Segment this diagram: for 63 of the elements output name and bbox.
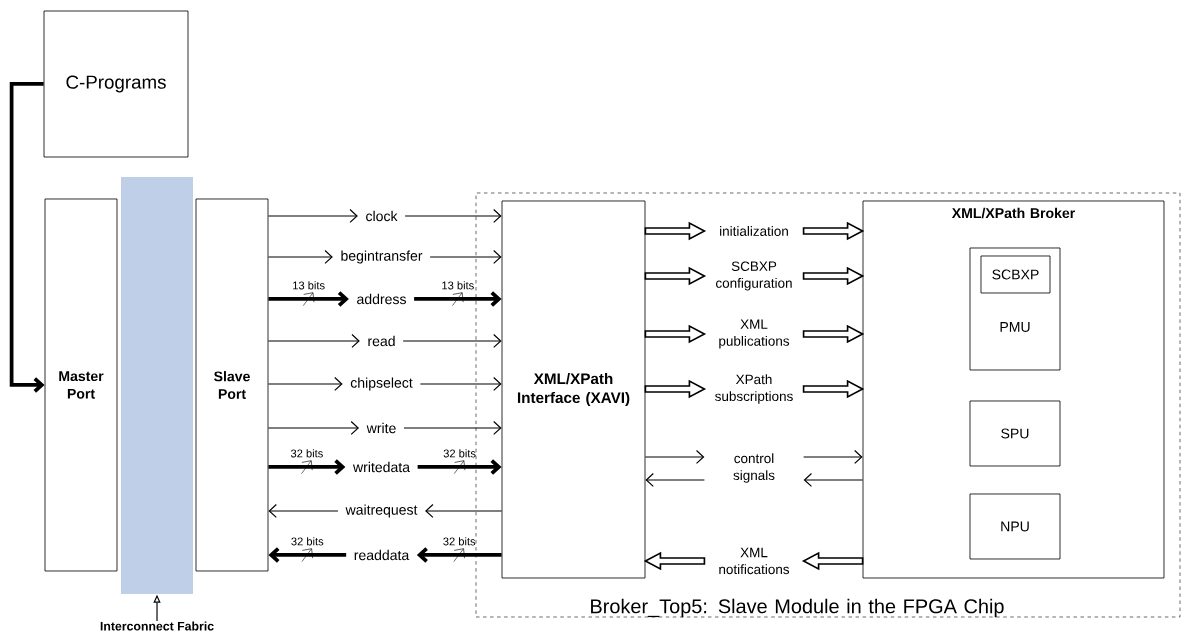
- unit-box: SPU: [969, 400, 1061, 467]
- arrow: [268, 503, 339, 519]
- arrow: [402, 333, 502, 349]
- bit-width-label: 32 bits: [291, 537, 324, 546]
- signal-label: read: [368, 335, 395, 347]
- bus-arrow: [416, 547, 502, 563]
- signal-label: XPath subscriptions: [715, 374, 793, 404]
- signal-label: clock: [366, 210, 398, 222]
- block-arrow: [644, 266, 707, 286]
- bit-width-label: 32 bits: [443, 537, 476, 546]
- bus-arrow: [268, 459, 346, 475]
- signal-label: control signals: [733, 453, 775, 483]
- port-box: Slave Port: [195, 198, 269, 572]
- bus-arrow: [414, 291, 502, 307]
- unit-box: SCBXP: [980, 255, 1051, 294]
- arrow: [803, 472, 864, 488]
- bus-arrow: [417, 459, 502, 475]
- signal-label: address: [357, 293, 406, 305]
- signal-label: writedata: [352, 461, 410, 473]
- interface-box: XML/XPath Interface (XAVI): [501, 200, 646, 579]
- bus-arrow: [268, 291, 349, 307]
- arrow: [267, 333, 360, 349]
- signal-label: write: [366, 422, 396, 434]
- signal-label: SCBXP configuration: [716, 261, 792, 291]
- signal-label: readdata: [354, 549, 410, 561]
- bit-width-label: 32 bits: [443, 449, 476, 458]
- arrow: [267, 249, 333, 265]
- signal-label: XML notifications: [719, 547, 790, 575]
- program-box: C-Programs: [43, 10, 189, 158]
- arrow: [267, 376, 343, 392]
- arrow: [9, 82, 45, 393]
- block-arrow: [643, 551, 706, 571]
- block-arrow: [644, 379, 707, 399]
- block-arrow: [802, 266, 865, 286]
- block-arrow: [802, 221, 865, 241]
- bit-width-label: 13 bits: [442, 281, 474, 290]
- arrow: [419, 376, 502, 392]
- signal-label: begintransfer: [341, 250, 423, 264]
- signal-label: initialization: [720, 226, 788, 236]
- block-arrow: [644, 324, 707, 344]
- bit-width-label: 32 bits: [290, 449, 323, 458]
- signal-label: chipselect: [350, 377, 413, 391]
- bus-arrow: [268, 547, 347, 563]
- bit-width-label: 13 bits: [293, 281, 325, 290]
- block-arrow: [802, 379, 865, 399]
- block-arrow: [802, 324, 865, 344]
- port-box: Master Port: [44, 198, 118, 572]
- fabric-label: Interconnect Fabric: [100, 621, 214, 631]
- arrow: [403, 420, 502, 436]
- unit-box: NPU: [969, 493, 1061, 560]
- arrow: [267, 208, 358, 224]
- block-arrow: [801, 551, 864, 571]
- arrow: [404, 208, 502, 224]
- arrow: [803, 449, 863, 465]
- block-arrow: [644, 221, 707, 241]
- arrow: [429, 249, 502, 265]
- signal-label: XML publications: [719, 319, 790, 349]
- signal-label: waitrequest: [345, 504, 418, 518]
- arrow: [267, 420, 360, 436]
- arrow: [425, 503, 503, 519]
- arrow: [645, 472, 705, 488]
- fabric-band: [121, 177, 193, 594]
- arrow: [644, 449, 705, 465]
